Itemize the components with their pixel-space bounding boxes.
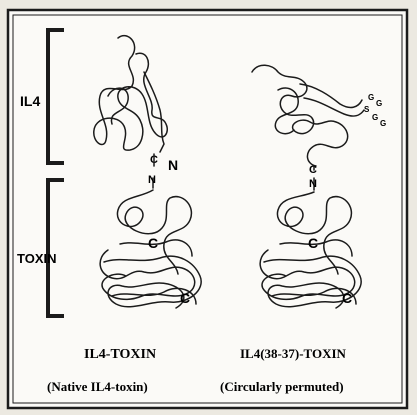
left-n-terminus: N (168, 157, 178, 173)
right-title: IL4(38-37)-TOXIN (240, 346, 347, 361)
left-c-lower: C (180, 290, 190, 306)
left-subtitle: (Native IL4-toxin) (47, 379, 148, 394)
right-loop-label-1: G (368, 93, 374, 102)
left-title: IL4-TOXIN (84, 347, 156, 362)
right-c-linker: C (309, 164, 317, 176)
right-subtitle: (Circularly permuted) (220, 379, 344, 394)
toxin-label: TOXIN (17, 251, 57, 266)
panel-outer-border (8, 10, 407, 408)
right-loop-label-5: G (380, 119, 386, 128)
left-c-upper: C (148, 235, 158, 251)
right-loop-label-4: G (372, 113, 378, 122)
right-loop-label-2: G (376, 99, 382, 108)
left-n-linker: N (148, 174, 156, 186)
right-loop-label-3: S (364, 105, 370, 114)
il4-label: IL4 (20, 93, 40, 109)
right-n-linker: N (309, 178, 317, 190)
right-c-upper: C (308, 235, 318, 251)
right-c-lower: C (342, 290, 352, 306)
